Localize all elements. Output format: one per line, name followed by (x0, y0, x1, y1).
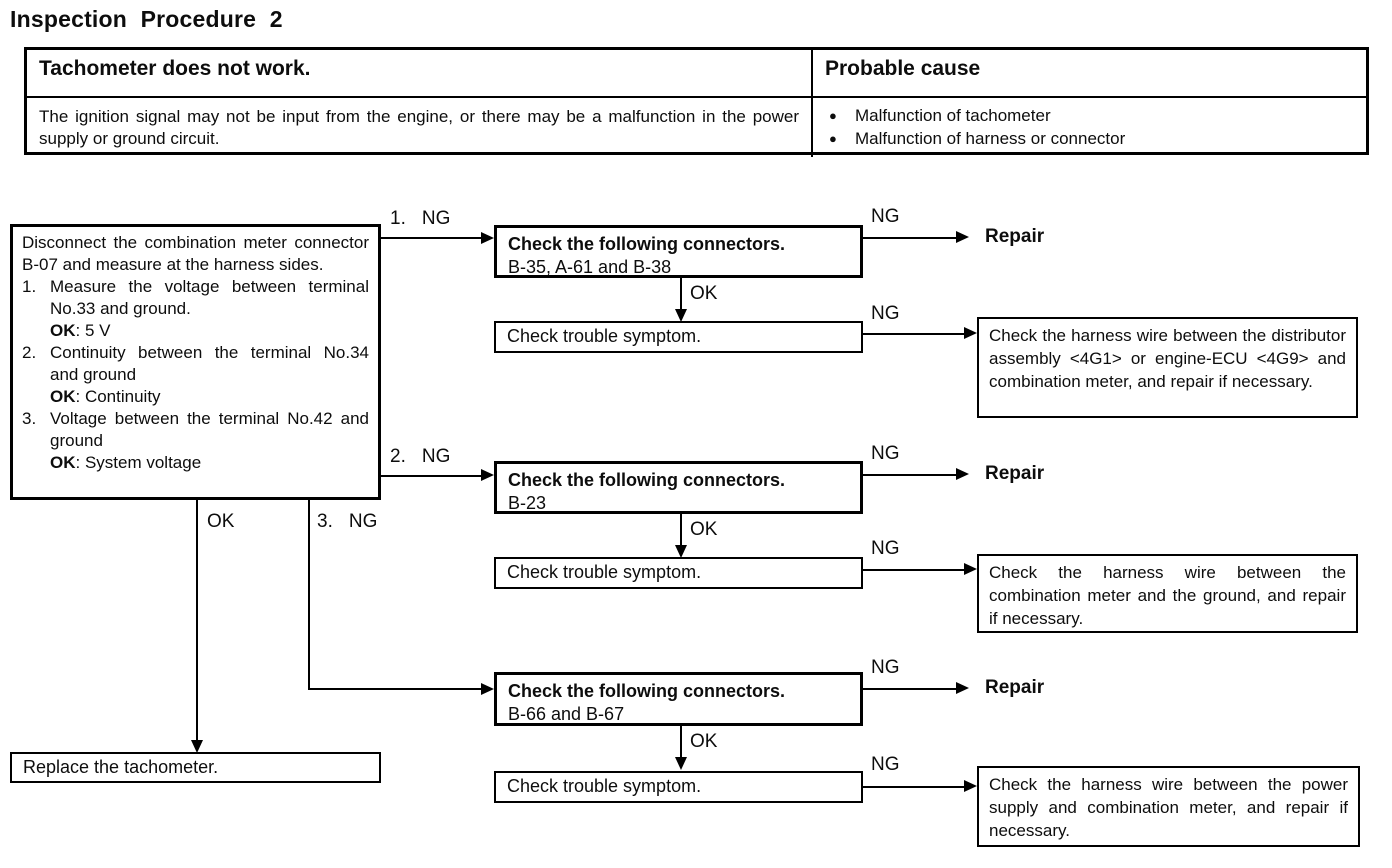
connector-line (196, 500, 198, 742)
connector-line (381, 237, 482, 239)
connector-line (863, 474, 957, 476)
start-box-step: 2. Continuity between the terminal No.34… (22, 343, 369, 406)
repair-label: Repair (985, 226, 1045, 247)
cause-text: Malfunction of tachometer (855, 106, 1051, 125)
start-procedure-box: Disconnect the combination meter connect… (10, 224, 381, 500)
cause-text: Malfunction of harness or connector (855, 129, 1126, 148)
connector-line (308, 688, 482, 690)
ok-criteria: OK: System voltage (50, 453, 202, 472)
arrow-right-icon (481, 683, 494, 695)
symptom-description-cell: The ignition signal may not be input fro… (27, 98, 813, 157)
check-trouble-symptom-box-1: Check trouble symptom. (494, 321, 863, 353)
arrow-right-icon (481, 232, 494, 244)
connector-line (680, 726, 682, 760)
ok-criteria: OK: 5 V (50, 321, 111, 340)
start-box-intro: Disconnect the combination meter connect… (22, 233, 369, 274)
probable-cause-list-cell: ● Malfunction of tachometer ● Malfunctio… (813, 98, 1366, 157)
arrow-right-icon (956, 468, 969, 480)
check-connectors-box-3: Check the following connectors. B-66 and… (494, 672, 863, 726)
arrow-right-icon (956, 231, 969, 243)
check-trouble-symptom-box-3: Check trouble symptom. (494, 771, 863, 803)
start-box-step: 3. Voltage between the terminal No.42 an… (22, 409, 369, 472)
ok-label: OK (690, 519, 718, 540)
bullet-icon: ● (829, 108, 837, 123)
connector-line (308, 500, 310, 690)
replace-tachometer-box: Replace the tachometer. (10, 752, 381, 783)
ok-label: OK (690, 283, 718, 304)
result-box-1: Check the harness wire between the distr… (977, 317, 1358, 418)
connector-line (680, 514, 682, 548)
connector-line (863, 237, 957, 239)
ng-label: NG (871, 443, 900, 464)
ok-label: OK (690, 731, 718, 752)
branch3-ng-label: 3.NG (317, 511, 378, 532)
check-connectors-box-2: Check the following connectors. B-23 (494, 461, 863, 514)
ng-label: NG (871, 657, 900, 678)
arrow-right-icon (956, 682, 969, 694)
arrow-right-icon (481, 469, 494, 481)
start-box-step: 1. Measure the voltage between terminal … (22, 277, 369, 340)
connector-line (863, 333, 965, 335)
check-connectors-box-1: Check the following connectors. B-35, A-… (494, 225, 863, 278)
connector-line (680, 278, 682, 312)
cause-list-item: ● Malfunction of harness or connector (825, 127, 1354, 150)
ok-label: OK (207, 511, 235, 532)
arrow-down-icon (675, 757, 687, 770)
ng-label: NG (871, 303, 900, 324)
bullet-icon: ● (829, 131, 837, 146)
symptom-header-cell: Tachometer does not work. (27, 50, 813, 98)
arrow-down-icon (675, 545, 687, 558)
symptom-cause-table: Tachometer does not work. Probable cause… (24, 47, 1369, 157)
arrow-down-icon (675, 309, 687, 322)
check-trouble-symptom-box-2: Check trouble symptom. (494, 557, 863, 589)
arrow-right-icon (964, 780, 977, 792)
branch1-ng-label: 1.NG (390, 208, 451, 229)
probable-cause-header-cell: Probable cause (813, 50, 1366, 98)
ok-criteria: OK: Continuity (50, 387, 161, 406)
connector-line (863, 786, 965, 788)
connector-line (863, 688, 957, 690)
branch2-ng-label: 2.NG (390, 446, 451, 467)
repair-label: Repair (985, 463, 1045, 484)
repair-label: Repair (985, 677, 1045, 698)
connector-line (381, 475, 482, 477)
arrow-right-icon (964, 563, 977, 575)
result-box-2: Check the harness wire between the combi… (977, 554, 1358, 633)
cause-list-item: ● Malfunction of tachometer (825, 104, 1354, 127)
arrow-right-icon (964, 327, 977, 339)
ng-label: NG (871, 206, 900, 227)
ng-label: NG (871, 538, 900, 559)
result-box-3: Check the harness wire between the power… (977, 766, 1360, 847)
page-title: Inspection Procedure 2 (10, 6, 283, 32)
ng-label: NG (871, 754, 900, 775)
arrow-down-icon (191, 740, 203, 753)
connector-line (863, 569, 965, 571)
